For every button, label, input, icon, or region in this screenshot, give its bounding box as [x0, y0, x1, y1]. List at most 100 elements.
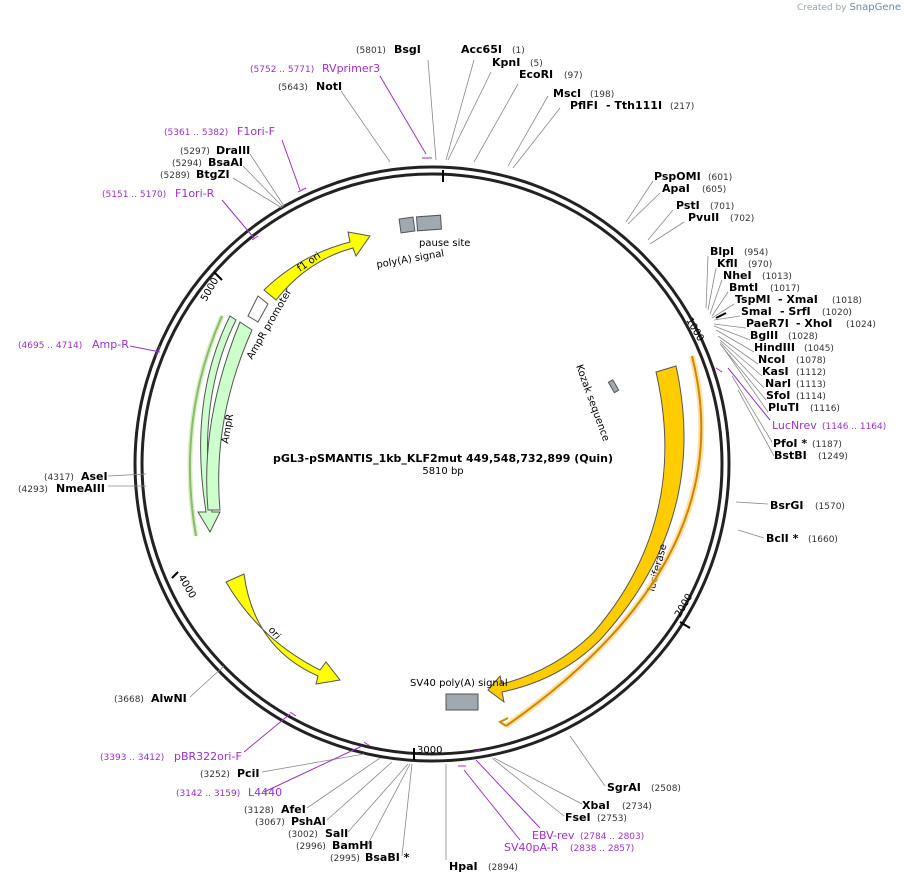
- site-pos: (1013): [762, 272, 792, 282]
- site-name: Acc65I: [461, 43, 502, 56]
- sv40-label: SV40 poly(A) signal: [410, 678, 508, 689]
- site-pos: (3668): [114, 695, 144, 705]
- site-pos: (1020): [822, 308, 852, 318]
- site-name: ApaI: [662, 182, 690, 195]
- feature-ampr: AmpR: [197, 315, 253, 534]
- site-name: SalI: [325, 827, 348, 840]
- tick-label-5000: 5000: [199, 276, 221, 304]
- site-pos: (1187): [812, 440, 842, 450]
- primer-range: (3393 .. 3412): [100, 753, 164, 763]
- polya-signal-label: poly(A) signal: [376, 248, 445, 271]
- site-pos: (1028): [788, 332, 818, 342]
- site-pos: (2753): [597, 814, 627, 824]
- primer-leader-lines: [129, 75, 771, 841]
- site-pos: (1570): [815, 502, 845, 512]
- site-pos: (5289): [160, 171, 190, 181]
- site-pos: (1113): [796, 380, 826, 390]
- site-name: NheI: [723, 269, 752, 282]
- site-name: AlwNI: [151, 692, 187, 705]
- primer-range: (5151 .. 5170): [102, 190, 166, 200]
- site-name: SgrAI: [607, 781, 641, 794]
- primer-range: (2838 .. 2857): [570, 844, 634, 854]
- site-name: PfoI *: [773, 437, 807, 450]
- site-name: TspMI: [735, 293, 771, 306]
- site-pos: (954): [744, 248, 768, 258]
- site-pos: (5643): [278, 83, 308, 93]
- site-name: PstI: [676, 199, 700, 212]
- primer-range: (2784 .. 2803): [580, 832, 644, 842]
- site-name: AfeI: [281, 803, 306, 816]
- site-name: BstBI: [774, 449, 807, 462]
- site-name: EcoRI: [519, 68, 553, 81]
- site-extra: - Tth111I: [606, 99, 662, 112]
- feature-f1ori: f1 ori: [263, 231, 371, 301]
- site-pos: (5294): [172, 159, 202, 169]
- site-pos: (217): [670, 102, 694, 112]
- pause-site-label: pause site: [419, 238, 470, 249]
- tick-label-3000: 3000: [417, 745, 442, 756]
- primer-name: pBR322ori-F: [174, 750, 242, 763]
- site-name: BsrGI: [770, 499, 803, 512]
- site-name: PvuII: [688, 211, 719, 224]
- primer-range: (1146 .. 1164): [822, 422, 886, 432]
- site-pos: (5297): [180, 147, 210, 157]
- site-pos: (5): [530, 59, 543, 69]
- site-name: KasI: [762, 365, 789, 378]
- plasmid-length: 5810 bp: [422, 466, 463, 477]
- site-name: XbaI: [582, 799, 610, 812]
- primer-range: (4695 .. 4714): [18, 341, 82, 351]
- site-pos: (1112): [796, 368, 826, 378]
- site-extra: - XhoI: [796, 317, 832, 330]
- site-pos: (1024): [846, 320, 876, 330]
- tick-label-4000: 4000: [175, 573, 197, 601]
- site-pos: (198): [590, 90, 614, 100]
- primer-name: F1ori-R: [175, 187, 215, 200]
- primer-name: SV40pA-R: [504, 841, 559, 854]
- site-name: BmtI: [729, 281, 758, 294]
- site-name: PspOMI: [654, 170, 701, 183]
- site-name: PaeR7I: [746, 317, 789, 330]
- site-name: SfoI: [766, 389, 790, 402]
- primer-name: RVprimer3: [322, 62, 380, 75]
- feature-ampr-promoter: AmpR promoter: [245, 286, 295, 361]
- site-name: BglII: [750, 329, 778, 342]
- site-name: PshAI: [291, 815, 326, 828]
- plasmid-name: pGL3-pSMANTIS_1kb_KLF2mut 449,548,732,89…: [273, 452, 613, 465]
- primer-range: (5752 .. 5771): [250, 65, 314, 75]
- site-name: KflI: [717, 257, 738, 270]
- site-pos: (701): [710, 202, 734, 212]
- site-name: BsaBI *: [365, 851, 410, 864]
- site-name: AseI: [81, 470, 108, 483]
- site-name: DraIII: [216, 144, 250, 157]
- site-pos: (2508): [651, 784, 681, 794]
- site-pos: (1114): [796, 392, 826, 402]
- site-name: PciI: [237, 767, 259, 780]
- site-pos: (1660): [808, 535, 838, 545]
- site-pos: (1078): [796, 356, 826, 366]
- site-pos: (605): [702, 185, 726, 195]
- backbone: [133, 165, 731, 763]
- site-name: BamHI: [332, 839, 373, 852]
- site-pos: (1018): [832, 296, 862, 306]
- site-name: MscI: [553, 87, 581, 100]
- site-name: HindIII: [754, 341, 795, 354]
- primer-name: Amp-R: [92, 338, 129, 351]
- tick-marks: [171, 170, 727, 760]
- site-name: NarI: [765, 377, 791, 390]
- site-pos: (3067): [255, 818, 285, 828]
- primer-range: (3142 .. 3159): [176, 789, 240, 799]
- snapgene-credit: Created by SnapGene: [797, 2, 901, 13]
- kozak-label: Kozak sequence: [573, 363, 611, 443]
- site-name: BclI *: [766, 532, 799, 545]
- site-name: NmeAIII: [56, 482, 105, 495]
- ori-label: ori: [266, 625, 283, 642]
- site-pos: (2894): [488, 863, 518, 873]
- site-pos: (4317): [44, 473, 74, 483]
- site-pos: (3128): [244, 806, 274, 816]
- site-extra: - XmaI: [778, 293, 818, 306]
- site-pos: (1249): [818, 452, 848, 462]
- site-pos: (702): [730, 214, 754, 224]
- tick-label-1000: 1000: [683, 316, 705, 344]
- site-pos: (2995): [330, 854, 360, 864]
